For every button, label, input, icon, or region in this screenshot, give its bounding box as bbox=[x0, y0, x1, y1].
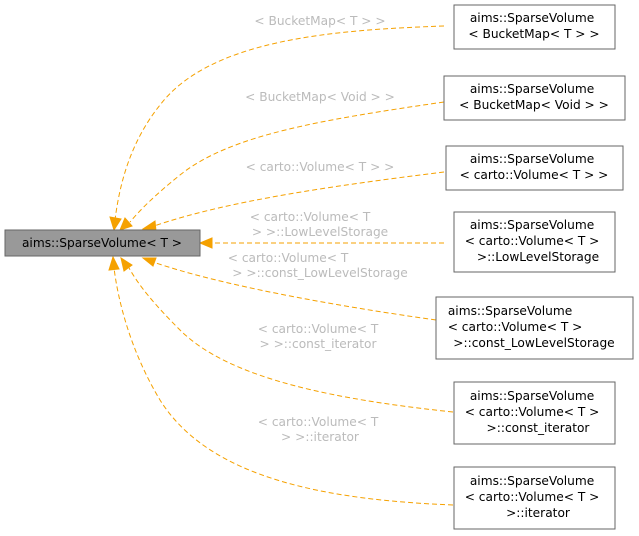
node-carto-volume-label: aims::SparseVolume < carto::Volume< T > … bbox=[460, 152, 609, 182]
node-const-iterator-box bbox=[453, 381, 616, 445]
node-const-iterator-label: aims::SparseVolume < carto::Volume< T > … bbox=[465, 389, 604, 435]
edge-2 bbox=[129, 101, 445, 223]
edge-label-2: < BucketMap< Void > > bbox=[245, 90, 395, 104]
node-carto-volume[interactable]: aims::SparseVolume < carto::Volume< T > … bbox=[445, 145, 624, 191]
node-const-lowlevelstorage-box bbox=[435, 296, 634, 360]
node-const-iterator[interactable]: aims::SparseVolume < carto::Volume< T > … bbox=[453, 381, 616, 445]
derived-nodes: aims::SparseVolume < BucketMap< T > > ai… bbox=[435, 4, 634, 530]
base-node-box bbox=[4, 229, 201, 257]
node-lowlevelstorage[interactable]: aims::SparseVolume < carto::Volume< T > … bbox=[453, 211, 616, 273]
node-lowlevelstorage-box bbox=[453, 211, 616, 273]
node-bucketmap-void[interactable]: aims::SparseVolume < BucketMap< Void > > bbox=[443, 75, 626, 121]
edge-5 bbox=[152, 261, 437, 321]
node-iterator[interactable]: aims::SparseVolume < carto::Volume< T > … bbox=[453, 466, 616, 530]
node-carto-volume-box bbox=[445, 145, 624, 191]
edge-6-arrowhead bbox=[120, 256, 133, 272]
node-const-lowlevelstorage-label: aims::SparseVolume < carto::Volume< T > … bbox=[448, 304, 615, 350]
edge-1 bbox=[114, 25, 445, 221]
edge-label-7: < carto::Volume< T > >::iterator bbox=[258, 415, 382, 444]
edge-label-5: < carto::Volume< T > >::const_LowLevelSt… bbox=[228, 251, 408, 280]
edge-2-arrowhead bbox=[119, 217, 133, 231]
edge-label-4: < carto::Volume< T > >::LowLevelStorage bbox=[250, 210, 388, 239]
edge-label-6: < carto::Volume< T > >::const_iterator bbox=[258, 322, 382, 351]
base-node-label: aims::SparseVolume< T > bbox=[22, 236, 182, 250]
edge-label-1: < BucketMap< T > > bbox=[254, 14, 385, 28]
edge-4-arrowhead bbox=[198, 237, 213, 249]
edge-label-3: < carto::Volume< T > > bbox=[246, 160, 395, 174]
node-iterator-label: aims::SparseVolume < carto::Volume< T > … bbox=[465, 474, 604, 520]
edge-6 bbox=[127, 265, 454, 413]
node-bucketmap-t[interactable]: aims::SparseVolume < BucketMap< T > > bbox=[453, 4, 616, 50]
edges bbox=[108, 25, 454, 506]
node-bucketmap-void-box bbox=[443, 75, 626, 121]
node-const-lowlevelstorage[interactable]: aims::SparseVolume < carto::Volume< T > … bbox=[435, 296, 634, 360]
node-lowlevelstorage-label: aims::SparseVolume < carto::Volume< T > … bbox=[465, 218, 604, 264]
node-bucketmap-t-label: aims::SparseVolume < BucketMap< T > > bbox=[468, 11, 599, 41]
node-bucketmap-void-label: aims::SparseVolume < BucketMap< Void > > bbox=[459, 82, 609, 112]
node-bucketmap-t-box bbox=[453, 4, 616, 50]
edge-1-arrowhead bbox=[109, 216, 122, 232]
edge-7 bbox=[113, 267, 454, 506]
base-node[interactable]: aims::SparseVolume< T > bbox=[4, 229, 201, 257]
edge-3 bbox=[153, 171, 445, 227]
edge-labels: < BucketMap< T > > < BucketMap< Void > >… bbox=[228, 14, 408, 444]
edge-5-arrowhead bbox=[141, 257, 157, 267]
edge-7-arrowhead bbox=[108, 255, 120, 271]
node-iterator-box bbox=[453, 466, 616, 530]
